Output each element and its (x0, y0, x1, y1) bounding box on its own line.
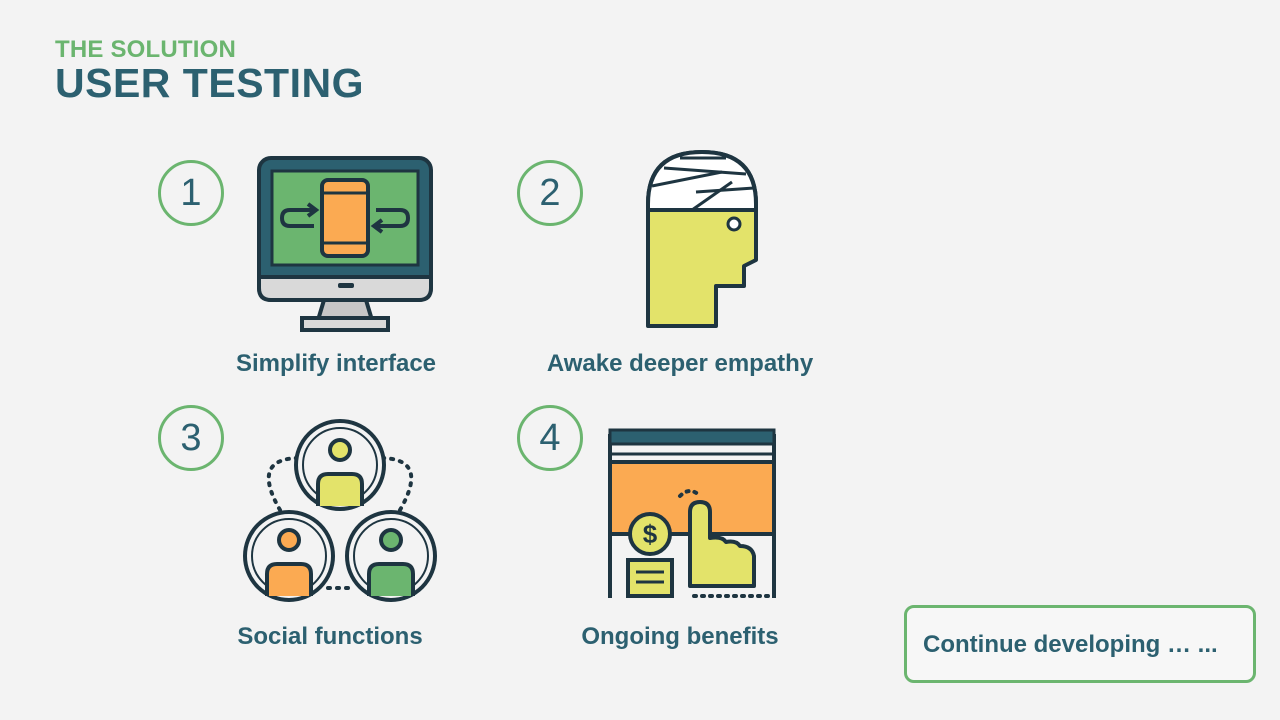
continue-developing-box: Continue developing … ... (904, 605, 1256, 683)
tap-payment-icon: $ (608, 428, 776, 598)
number-badge-1: 1 (158, 160, 224, 226)
label-simplify-interface: Simplify interface (235, 350, 437, 377)
number-badge-4: 4 (517, 405, 583, 471)
number-badge-3: 3 (158, 405, 224, 471)
number-badge-2: 2 (517, 160, 583, 226)
subtitle: THE SOLUTION (55, 36, 237, 63)
label-ongoing-benefits: Ongoing benefits (581, 623, 779, 650)
page-title: USER TESTING (55, 60, 364, 106)
monitor-phone-icon (257, 156, 433, 332)
label-awake-deeper-empathy: Awake deeper empathy (546, 350, 814, 377)
people-network-icon (243, 419, 437, 602)
label-social-functions: Social functions (237, 623, 423, 650)
bandaged-head-icon (646, 150, 758, 328)
svg-text:$: $ (643, 519, 658, 549)
continue-developing-text: Continue developing … ... (923, 631, 1218, 658)
